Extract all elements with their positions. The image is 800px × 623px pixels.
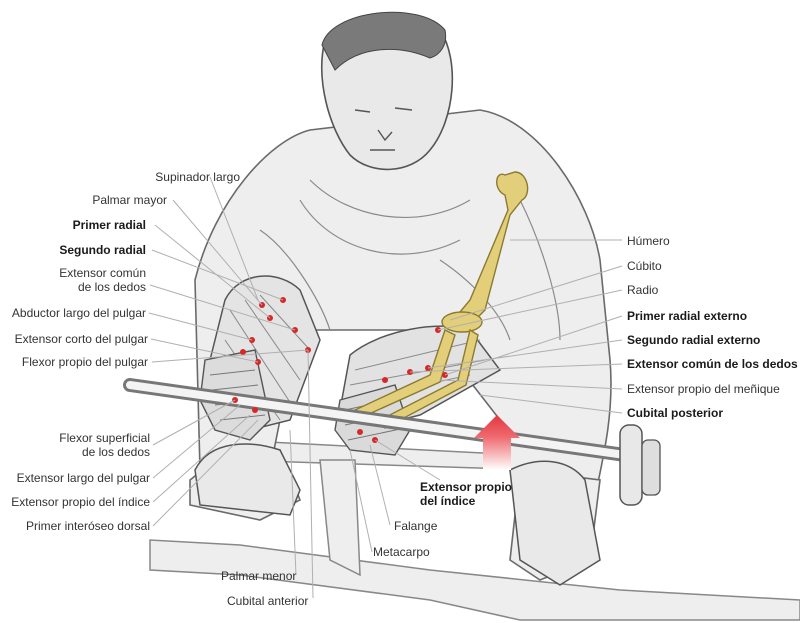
label-extensor-comun-2: de los dedos bbox=[77, 280, 146, 294]
shoes bbox=[194, 443, 601, 586]
leader-lines bbox=[148, 176, 623, 599]
label-primer-radial: Primer radial bbox=[72, 218, 146, 232]
label-extensor-propio-indice-b1: Extensor propio bbox=[420, 480, 513, 494]
label-extensor-comun-dedos: Extensor común de los dedos bbox=[627, 357, 798, 371]
label-segundo-radial: Segundo radial bbox=[59, 243, 146, 257]
label-palmar-mayor: Palmar mayor bbox=[92, 193, 167, 207]
label-cubital-posterior: Cubital posterior bbox=[627, 406, 724, 420]
label-primer-interoseo: Primer interóseo dorsal bbox=[25, 519, 150, 533]
label-abductor-largo: Abductor largo del pulgar bbox=[11, 306, 146, 320]
label-cubital-anterior: Cubital anterior bbox=[227, 594, 309, 608]
label-extensor-propio-indice-b2: del índice bbox=[420, 494, 476, 508]
label-palmar-menor: Palmar menor bbox=[221, 569, 297, 583]
label-cubito: Cúbito bbox=[627, 259, 662, 273]
barbell bbox=[123, 378, 661, 506]
label-radio: Radio bbox=[627, 283, 659, 297]
label-extensor-propio-indice: Extensor propio del índice bbox=[11, 495, 150, 509]
label-flexor-superficial-1: Flexor superficial bbox=[59, 431, 150, 445]
direction-arrow bbox=[474, 415, 520, 470]
label-flexor-superficial-2: de los dedos bbox=[81, 445, 150, 459]
label-humero: Húmero bbox=[627, 234, 670, 248]
label-extensor-corto: Extensor corto del pulgar bbox=[14, 332, 148, 346]
label-extensor-comun-1: Extensor común bbox=[59, 266, 146, 280]
label-flexor-propio: Flexor propio del pulgar bbox=[21, 355, 148, 369]
label-segundo-radial-externo: Segundo radial externo bbox=[627, 333, 761, 347]
head bbox=[321, 11, 454, 171]
label-supinador-largo: Supinador largo bbox=[155, 170, 240, 184]
label-extensor-largo: Extensor largo del pulgar bbox=[16, 471, 150, 485]
label-falange: Falange bbox=[394, 519, 438, 533]
label-primer-radial-externo: Primer radial externo bbox=[627, 309, 748, 323]
label-metacarpo: Metacarpo bbox=[373, 545, 430, 559]
label-extensor-propio-menique: Extensor propio del meñique bbox=[627, 382, 780, 396]
